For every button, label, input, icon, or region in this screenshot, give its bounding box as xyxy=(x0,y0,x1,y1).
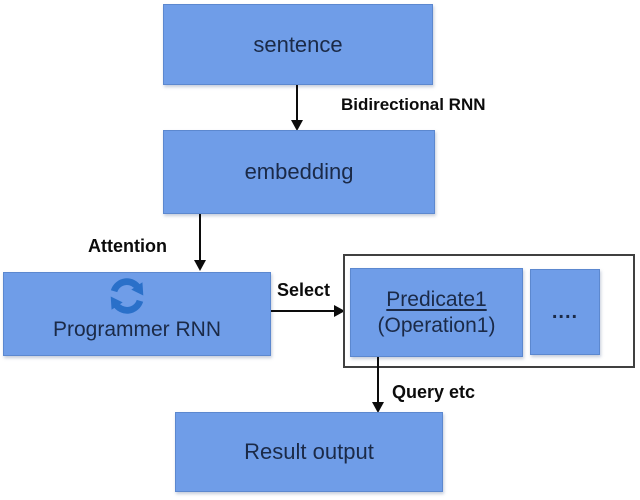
node-result-output-label: Result output xyxy=(244,439,374,464)
node-more-predicates: .... xyxy=(530,269,600,355)
arrow-sentence-to-embedding-head xyxy=(291,120,303,131)
edge-label-select: Select xyxy=(277,280,331,300)
arrow-embedding-to-programmer-head xyxy=(194,260,206,271)
edge-label-attention: Attention xyxy=(88,236,167,256)
arrow-predicates-to-result-head xyxy=(372,402,384,413)
arrow-programmer-to-predicates xyxy=(271,310,337,312)
node-programmer-rnn-label: Programmer RNN xyxy=(52,318,222,341)
node-predicate1-operation: (Operation1) xyxy=(377,313,496,337)
node-embedding: embedding xyxy=(163,130,435,214)
arrow-sentence-to-embedding xyxy=(296,85,298,123)
node-predicate1-title: Predicate1 xyxy=(386,287,487,311)
refresh-icon xyxy=(110,278,144,314)
predicates-container: Predicate1 (Operation1) .... xyxy=(343,254,635,368)
node-predicate1: Predicate1 (Operation1) xyxy=(350,268,523,357)
node-result-output: Result output xyxy=(175,412,443,492)
node-programmer-rnn: Programmer RNN xyxy=(3,272,271,356)
arrow-embedding-to-programmer xyxy=(199,214,201,261)
edge-label-query-etc: Query etc xyxy=(392,382,476,402)
arrow-programmer-to-predicates-head xyxy=(334,305,345,317)
node-embedding-label: embedding xyxy=(244,159,354,184)
edge-label-bidirectional-rnn: Bidirectional RNN xyxy=(341,95,486,114)
node-more-predicates-label: .... xyxy=(551,300,579,323)
node-sentence: sentence xyxy=(163,4,433,85)
arrow-predicates-to-result xyxy=(377,357,379,403)
node-sentence-label: sentence xyxy=(253,31,343,57)
